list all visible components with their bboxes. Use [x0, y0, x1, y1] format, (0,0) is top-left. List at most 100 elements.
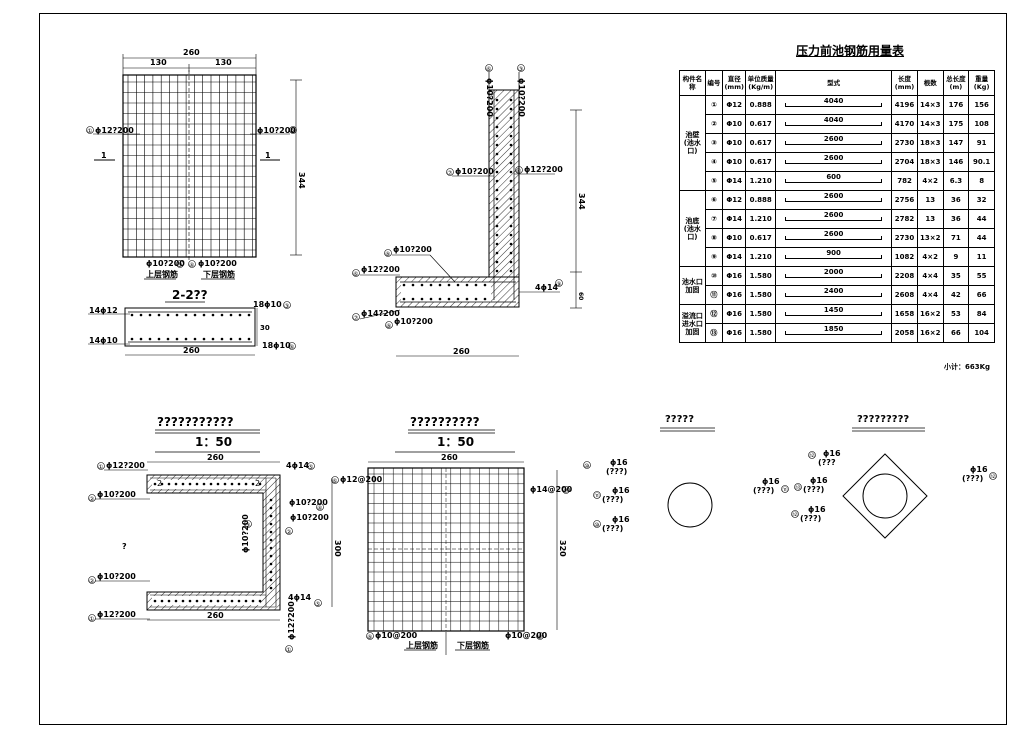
rebar-table: 构件名称编号直径(mm)单位质量(Kg/m)型式长度(mm)根数总长度(m)重量…	[679, 70, 995, 343]
rebar-dot	[230, 482, 234, 486]
call-num: ①	[286, 647, 291, 654]
rebar-dot	[509, 188, 513, 192]
dim-v2: 60	[577, 292, 584, 300]
shape-length: 1850	[823, 325, 844, 333]
rebar-dot	[509, 161, 513, 165]
rebar-dot	[429, 283, 433, 287]
cell-count: 4×2	[916, 247, 944, 267]
shape-cell: 2600	[775, 133, 893, 153]
opening-circle	[667, 482, 713, 528]
rebar-dot	[495, 197, 499, 201]
c10: ϕ12?200	[287, 601, 296, 640]
cell-unit: 1.580	[745, 304, 777, 324]
q1: (???)	[606, 467, 627, 476]
det2-title: ?????????	[857, 414, 909, 425]
call-num: ⑦	[563, 488, 569, 495]
bottom-plan-view: ?????????? 1：50 260 320 ⑥ ϕ12@200 ϕ14@20…	[331, 415, 573, 655]
rebar-dot	[181, 482, 185, 486]
call-num: ⑤	[315, 601, 320, 608]
shape-length: 2000	[823, 268, 844, 276]
rebar-dot	[495, 188, 499, 192]
shape-length: 900	[826, 249, 841, 257]
cell-weight: 44	[968, 209, 995, 229]
cell-len: 2058	[891, 323, 918, 343]
cell-len: 2730	[891, 228, 918, 248]
rebar-dot	[130, 313, 134, 317]
rebar-dot	[166, 337, 170, 341]
call-num: ③	[284, 303, 289, 310]
rebar-dot	[167, 599, 171, 603]
cell-unit: 0.617	[745, 114, 777, 134]
call-num: ⑫	[792, 511, 798, 519]
rebar-shape-line	[785, 236, 883, 240]
plan2-title: ??????????	[410, 415, 480, 429]
rebar-dot	[495, 107, 499, 111]
rebar-dot	[447, 297, 451, 301]
rebar-dot	[202, 337, 206, 341]
cell-no: ⑬	[704, 323, 724, 343]
rebar-dot	[509, 197, 513, 201]
shape-length: 2600	[823, 230, 844, 238]
rebar-dot	[269, 578, 273, 582]
cell-weight: 11	[968, 247, 995, 267]
rebar-dot	[420, 283, 424, 287]
rebar-dot	[216, 482, 220, 486]
bl-callout: 14ϕ10	[89, 336, 118, 345]
cell-len: 4170	[891, 114, 918, 134]
shape-cell: 1850	[775, 323, 893, 343]
shape-length: 2600	[823, 135, 844, 143]
rebar-dot	[209, 599, 213, 603]
group-name-cell: 池壁(池水口)	[679, 95, 706, 191]
q4: (???)	[962, 474, 983, 483]
cell-count: 18×3	[916, 133, 944, 153]
rebar-dot	[223, 599, 227, 603]
cell-no: ⑥	[704, 190, 724, 210]
rebar-dot	[153, 599, 157, 603]
cell-dia: Φ12	[722, 95, 747, 115]
call-num: ⑥	[486, 66, 491, 73]
cell-no: ①	[704, 95, 724, 115]
rebar-dot	[495, 152, 499, 156]
call-num: ②	[286, 529, 292, 536]
rebar-dot	[211, 313, 215, 317]
rebar-dot	[269, 506, 273, 510]
c2: ϕ10?200	[97, 490, 136, 499]
cell-no: ④	[704, 152, 724, 172]
cell-unit: 1.580	[745, 266, 777, 286]
rebar-dot	[495, 242, 499, 246]
q4: (???)	[753, 486, 774, 495]
c4: ϕ16	[762, 477, 780, 486]
cell-total: 36	[942, 209, 970, 229]
rebar-line	[683, 505, 690, 520]
call-num: ③	[245, 522, 250, 529]
plan1-title: ???????????	[157, 415, 234, 429]
cell-unit: 0.888	[745, 190, 777, 210]
rebar-dot	[509, 143, 513, 147]
cell-dia: Φ16	[722, 304, 747, 324]
cell-unit: 1.580	[745, 285, 777, 305]
dim-half-right: 130	[215, 58, 232, 67]
q1: (???	[818, 458, 836, 467]
cell-len: 2608	[891, 285, 918, 305]
rebar-dot	[258, 482, 262, 486]
call-l: ϕ10?200	[455, 167, 494, 176]
r-call: 4ϕ14	[535, 283, 559, 292]
call-r: ϕ12?200	[524, 165, 563, 174]
b1: ϕ10?200	[393, 245, 432, 254]
cell-dia: Φ14	[722, 247, 747, 267]
c7: ϕ10?200	[241, 514, 250, 553]
cell-total: 175	[942, 114, 970, 134]
rebar-dot	[495, 98, 499, 102]
cell-total: 176	[942, 95, 970, 115]
call-num: ④	[317, 505, 322, 512]
q2: (???)	[803, 485, 824, 494]
table-header-cell: 型式	[775, 70, 893, 96]
rebar-dot	[420, 297, 424, 301]
sec-r: 2	[255, 479, 260, 488]
shape-cell: 1450	[775, 304, 893, 324]
shape-length: 2600	[823, 154, 844, 162]
wall-plan-view: ??????????? 1：50 260 260 300 ① ϕ12?200	[88, 415, 342, 654]
